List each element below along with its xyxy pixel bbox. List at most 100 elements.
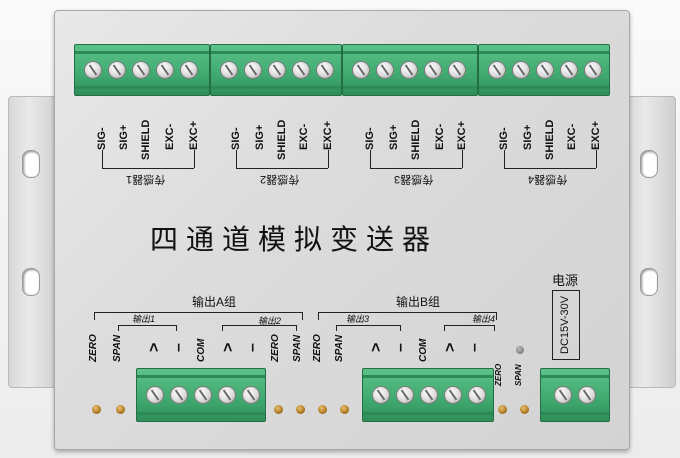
sensor-1-pin-2-label: SIG+ bbox=[118, 124, 130, 150]
right-bracket-slot-bottom bbox=[640, 268, 658, 296]
sensor-2-terminal-block-screw-4[interactable] bbox=[292, 61, 310, 79]
sensor-4-terminal-block-screw-5[interactable] bbox=[584, 61, 602, 79]
sensor-2-label: 传感器2 bbox=[260, 173, 300, 185]
output-b-terminal-block-screw-1[interactable] bbox=[372, 386, 390, 404]
output-2-label: 输出2 bbox=[258, 316, 282, 326]
sensor-3-label: 传感器3 bbox=[394, 173, 434, 185]
span-pot-1[interactable] bbox=[116, 405, 125, 414]
output-a-terminal-block-screw-2[interactable] bbox=[170, 386, 188, 404]
com-label-b: COM bbox=[418, 338, 429, 362]
zero-pot-2[interactable] bbox=[274, 405, 283, 414]
out4-plus-label: > bbox=[442, 342, 459, 352]
sensor-1-pin-1-label: SIG- bbox=[96, 127, 108, 150]
out2-plus-label: > bbox=[220, 342, 237, 352]
out1-minus-label: – bbox=[170, 343, 187, 352]
span-pot-3[interactable] bbox=[340, 405, 349, 414]
output-a-terminal-block-screw-3[interactable] bbox=[194, 386, 212, 404]
output-group-a-title: 输出A组 bbox=[192, 295, 237, 309]
zero-pot-3[interactable] bbox=[318, 405, 327, 414]
sensor-3-pin-2-label: SIG+ bbox=[388, 124, 400, 150]
sensor-4-label: 传感器4 bbox=[528, 173, 568, 185]
group-b-bracket-line bbox=[318, 312, 496, 313]
out3-plus-label: > bbox=[368, 342, 385, 352]
sensor-2-pin-5-label: EXC+ bbox=[322, 120, 334, 150]
span-pot-2[interactable] bbox=[296, 405, 305, 414]
out2-minus-label: – bbox=[244, 343, 261, 352]
sensor-3-terminal-block-screw-2[interactable] bbox=[376, 61, 394, 79]
output-group-b-title: 输出B组 bbox=[396, 295, 441, 309]
sensor-4-pin-2-label: SIG+ bbox=[522, 124, 534, 150]
power-terminal-block bbox=[540, 368, 610, 422]
sensor-1-terminal-block-screw-2[interactable] bbox=[108, 61, 126, 79]
sensor-2-pin-1-label: SIG- bbox=[230, 127, 242, 150]
right-bracket-slot-top bbox=[640, 150, 658, 178]
power-terminal-block-screw-2[interactable] bbox=[578, 386, 596, 404]
span-label-1: SPAN bbox=[112, 334, 123, 362]
sensor-1-pin-3-label: SHIELD bbox=[140, 119, 152, 160]
output-3-label: 输出3 bbox=[346, 314, 370, 324]
power-label: 电源 bbox=[552, 273, 579, 288]
power-voltage-box bbox=[552, 290, 580, 360]
output-b-terminal-block-screw-3[interactable] bbox=[420, 386, 438, 404]
zero-label-3: ZERO bbox=[312, 334, 323, 362]
sensor-1-label: 传感器1 bbox=[126, 173, 166, 185]
sensor-3-terminal-block-screw-3[interactable] bbox=[400, 61, 418, 79]
left-bracket-slot-top bbox=[22, 150, 40, 178]
sensor-2-terminal-block-screw-5[interactable] bbox=[316, 61, 334, 79]
sensor-4-pin-3-label: SHIELD bbox=[544, 119, 556, 160]
zero-label-2: ZERO bbox=[270, 334, 281, 362]
output-b-terminal-block-screw-5[interactable] bbox=[468, 386, 486, 404]
zero-pot-4[interactable] bbox=[498, 405, 507, 414]
sensor-1-terminal-block-screw-5[interactable] bbox=[180, 61, 198, 79]
sensor-3-pin-4-label: EXC- bbox=[434, 123, 446, 150]
com-label-a: COM bbox=[196, 338, 207, 362]
sensor-1-terminal-block-screw-3[interactable] bbox=[132, 61, 150, 79]
zero-label-4: ZERO bbox=[494, 363, 503, 386]
sensor-2-pin-2-label: SIG+ bbox=[254, 124, 266, 150]
sensor-3-terminal-block-screw-4[interactable] bbox=[424, 61, 442, 79]
sensor-3-terminal-block-screw-5[interactable] bbox=[448, 61, 466, 79]
sensor-2-terminal-block-screw-3[interactable] bbox=[268, 61, 286, 79]
sensor-4-terminal-block-screw-2[interactable] bbox=[512, 61, 530, 79]
group-a-bracket-line bbox=[94, 312, 302, 313]
sensor-2-pin-4-label: EXC- bbox=[298, 123, 310, 150]
sensor-4-terminal-block-screw-1[interactable] bbox=[488, 61, 506, 79]
sensor-1-terminal-block-screw-4[interactable] bbox=[156, 61, 174, 79]
zero-pot-1[interactable] bbox=[92, 405, 101, 414]
sensor-3-pin-1-label: SIG- bbox=[364, 127, 376, 150]
output-1-label: 输出1 bbox=[132, 314, 156, 324]
left-mounting-bracket bbox=[8, 96, 60, 388]
out4-minus-label: – bbox=[466, 343, 483, 352]
right-mounting-bracket bbox=[624, 96, 676, 388]
sensor-2-terminal-block-screw-1[interactable] bbox=[220, 61, 238, 79]
power-voltage-label: DC15V-30V bbox=[559, 295, 571, 354]
sensor-3-pin-3-label: SHIELD bbox=[410, 119, 422, 160]
sensor-1-terminal-block-screw-1[interactable] bbox=[84, 61, 102, 79]
zero-label-1: ZERO bbox=[88, 334, 99, 362]
sensor-4-terminal-block-screw-3[interactable] bbox=[536, 61, 554, 79]
out1-plus-label: > bbox=[146, 342, 163, 352]
power-terminal-block-screw-1[interactable] bbox=[554, 386, 572, 404]
power-indicator-led bbox=[516, 346, 524, 354]
output-4-label: 输出4 bbox=[472, 314, 496, 324]
sensor-4-pin-5-label: EXC+ bbox=[590, 120, 602, 150]
span-pot-4[interactable] bbox=[520, 405, 529, 414]
output-b-terminal-block-screw-2[interactable] bbox=[396, 386, 414, 404]
span-label-3: SPAN bbox=[334, 334, 345, 362]
sensor-4-terminal-block-screw-4[interactable] bbox=[560, 61, 578, 79]
product-title: 四通道模拟变送器 bbox=[150, 223, 439, 256]
sensor-4-pin-4-label: EXC- bbox=[566, 123, 578, 150]
sensor-2-terminal-block-screw-2[interactable] bbox=[244, 61, 262, 79]
span-label-2: SPAN bbox=[292, 334, 303, 362]
output-a-terminal-block-screw-4[interactable] bbox=[218, 386, 236, 404]
sensor-2-pin-3-label: SHIELD bbox=[276, 119, 288, 160]
output-a-terminal-block-screw-1[interactable] bbox=[146, 386, 164, 404]
sensor-3-terminal-block-screw-1[interactable] bbox=[352, 61, 370, 79]
sensor-1-pin-5-label: EXC+ bbox=[188, 120, 200, 150]
output-a-terminal-block-screw-5[interactable] bbox=[242, 386, 260, 404]
span-label-4: SPAN bbox=[514, 364, 523, 386]
out3-minus-label: – bbox=[392, 343, 409, 352]
sensor-3-pin-5-label: EXC+ bbox=[456, 120, 468, 150]
output-b-terminal-block-screw-4[interactable] bbox=[444, 386, 462, 404]
